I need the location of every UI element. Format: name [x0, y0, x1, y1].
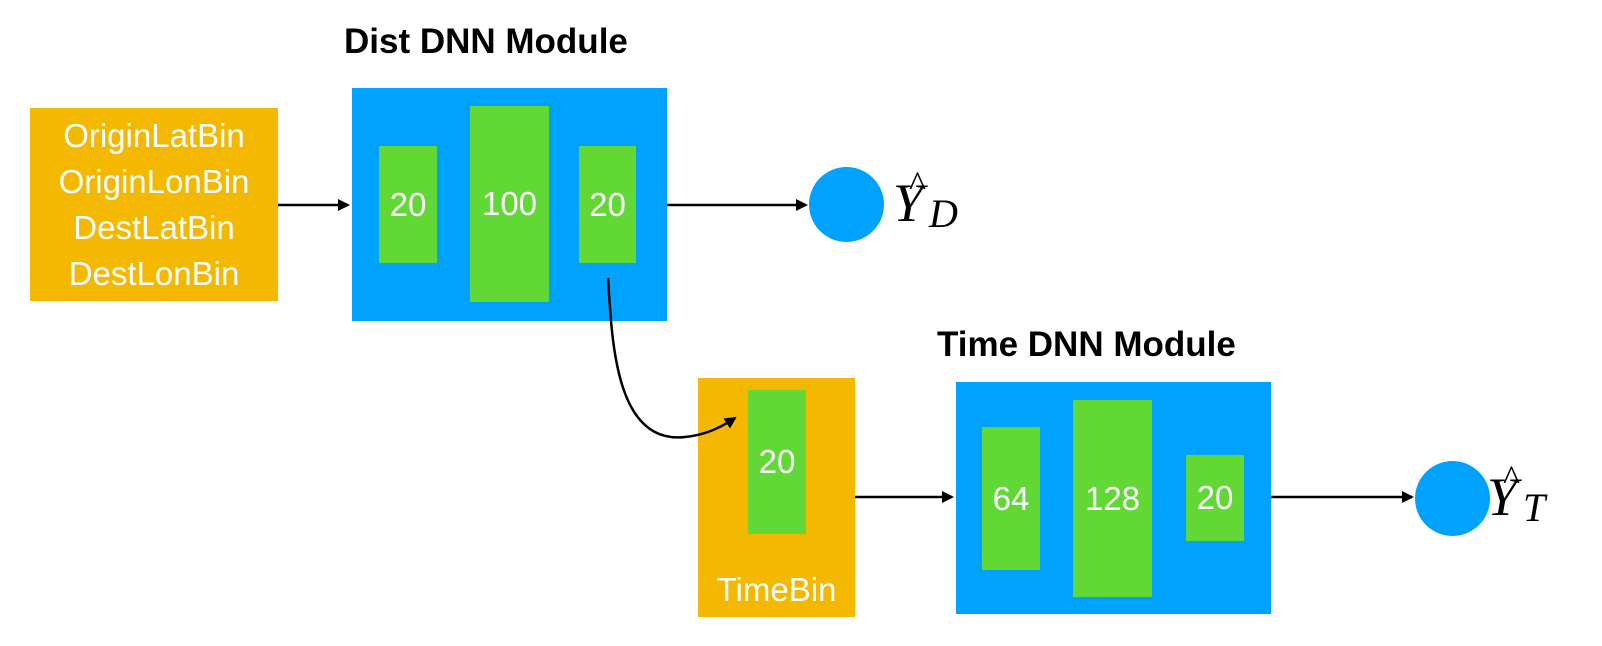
- input-label-dest-lat: DestLatBin: [73, 208, 235, 246]
- timebin-label: TimeBin: [716, 571, 837, 608]
- dist-module-title: Dist DNN Module: [344, 22, 628, 61]
- time-layer-3: 20: [1186, 455, 1244, 541]
- dist-output-subscript: D: [929, 191, 958, 236]
- dist-layer-1: 20: [379, 146, 437, 263]
- input-label-origin-lon: OriginLonBin: [58, 162, 250, 200]
- input-label-origin-lat: OriginLatBin: [63, 116, 245, 154]
- dist-output-letter: Y: [893, 173, 924, 233]
- time-output-subscript: T: [1523, 485, 1546, 530]
- time-layer-2: 128: [1073, 400, 1152, 597]
- dist-input-box: OriginLatBin OriginLonBin DestLatBin Des…: [30, 108, 278, 301]
- time-output-letter: Y: [1487, 467, 1518, 527]
- time-output-symbol: ^ Y T: [1487, 460, 1587, 536]
- timebin-layer: 20: [748, 390, 806, 534]
- arrow-dist-layer-to-timebin: [606, 277, 737, 439]
- dist-output-node: [809, 167, 884, 242]
- time-output-node: [1415, 461, 1490, 536]
- dist-output-symbol: ^ Y D: [893, 166, 983, 242]
- dist-layer-3: 20: [579, 146, 636, 263]
- dist-output-hat: ^: [909, 164, 926, 204]
- time-module-title: Time DNN Module: [937, 325, 1236, 364]
- time-output-hat: ^: [1503, 458, 1520, 498]
- input-label-dest-lon: DestLonBin: [68, 254, 240, 292]
- time-layer-1: 64: [982, 427, 1040, 570]
- dist-layer-2: 100: [470, 106, 549, 302]
